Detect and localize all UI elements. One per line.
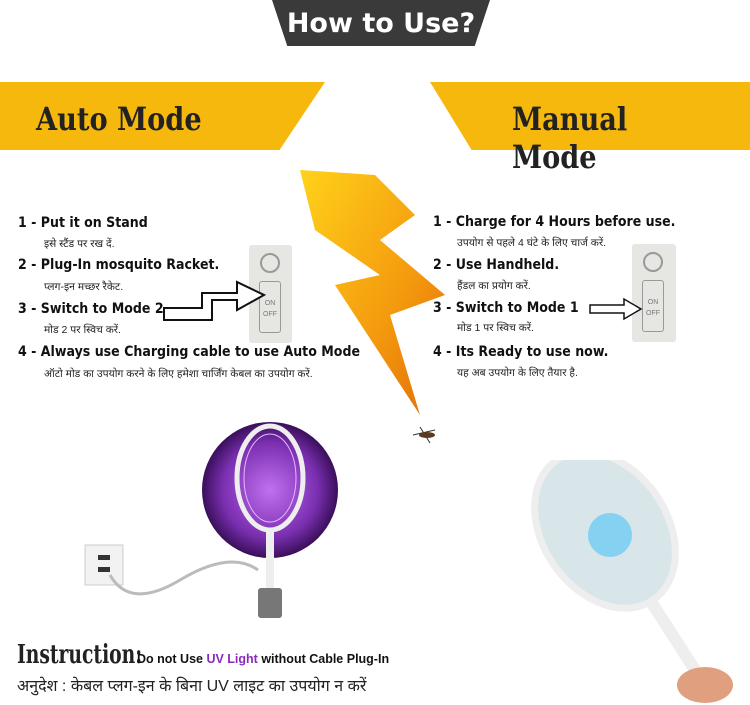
racket-on-stand-image [84,422,338,618]
auto-mode-title: Auto Mode [36,100,202,138]
manual-step-3: 3 - Switch to Mode 1 [433,300,579,316]
manual-step-2: 2 - Use Handheld. [433,257,560,273]
manual-step-4-hindi: यह अब उपयोग के लिए तैयार है. [457,367,578,379]
auto-step-4-hindi: ऑटो मोड का उपयोग करने के लिए हमेशा चार्ज… [44,368,313,380]
instruction-text-before: Do not Use [137,652,207,666]
manual-step-1-hindi: उपयोग से पहले 4 घंटे के लिए चार्ज करें. [457,237,607,249]
auto-step-2-hindi: प्लग-इन मच्छर रैकेट. [44,281,124,293]
power-button-icon [260,253,280,273]
arrow-icon [589,297,643,321]
auto-mode-banner [0,82,325,150]
manual-mode-title: Manual Mode [512,100,628,176]
auto-step-1-hindi: इसे स्टैंड पर रख दें. [44,238,115,250]
switch-on-label: ON [264,300,276,307]
arrow-icon [163,280,267,321]
auto-step-3: 3 - Switch to Mode 2 [18,301,164,317]
manual-step-2-hindi: हैंडल का प्रयोग करें. [457,280,531,292]
instruction-text-after: without Cable Plug-In [257,652,390,666]
manual-mode-banner [430,82,750,150]
uv-light-highlight: UV Light [206,652,258,666]
mosquito-icon [412,426,436,444]
manual-step-3-hindi: मोड 1 पर स्विच करें. [457,322,534,334]
instruction-title: Instruction: [17,640,143,670]
auto-step-3-hindi: मोड 2 पर स्विच करें. [44,324,121,336]
manual-step-1: 1 - Charge for 4 Hours before use. [433,214,676,230]
auto-step-1: 1 - Put it on Stand [18,215,148,231]
switch-on-label: ON [647,299,659,306]
switch-off-label: OFF [263,311,277,318]
manual-step-4: 4 - Its Ready to use now. [433,344,609,360]
handheld-racket-image [531,460,733,703]
switch-off-label: OFF [646,310,660,317]
mode-switch-image-manual: ON OFF [632,244,676,342]
power-button-icon [643,252,663,272]
instruction-hindi: अनुदेश : केबल प्लग-इन के बिना UV लाइट का… [17,678,367,695]
auto-step-4: 4 - Always use Charging cable to use Aut… [18,344,361,360]
header-banner [272,0,490,46]
instruction-text: Do not Use UV Light without Cable Plug-I… [137,652,389,666]
auto-step-2: 2 - Plug-In mosquito Racket. [18,257,220,273]
page-title: How to Use? [286,8,476,39]
lightning-bolt-icon [300,170,445,444]
